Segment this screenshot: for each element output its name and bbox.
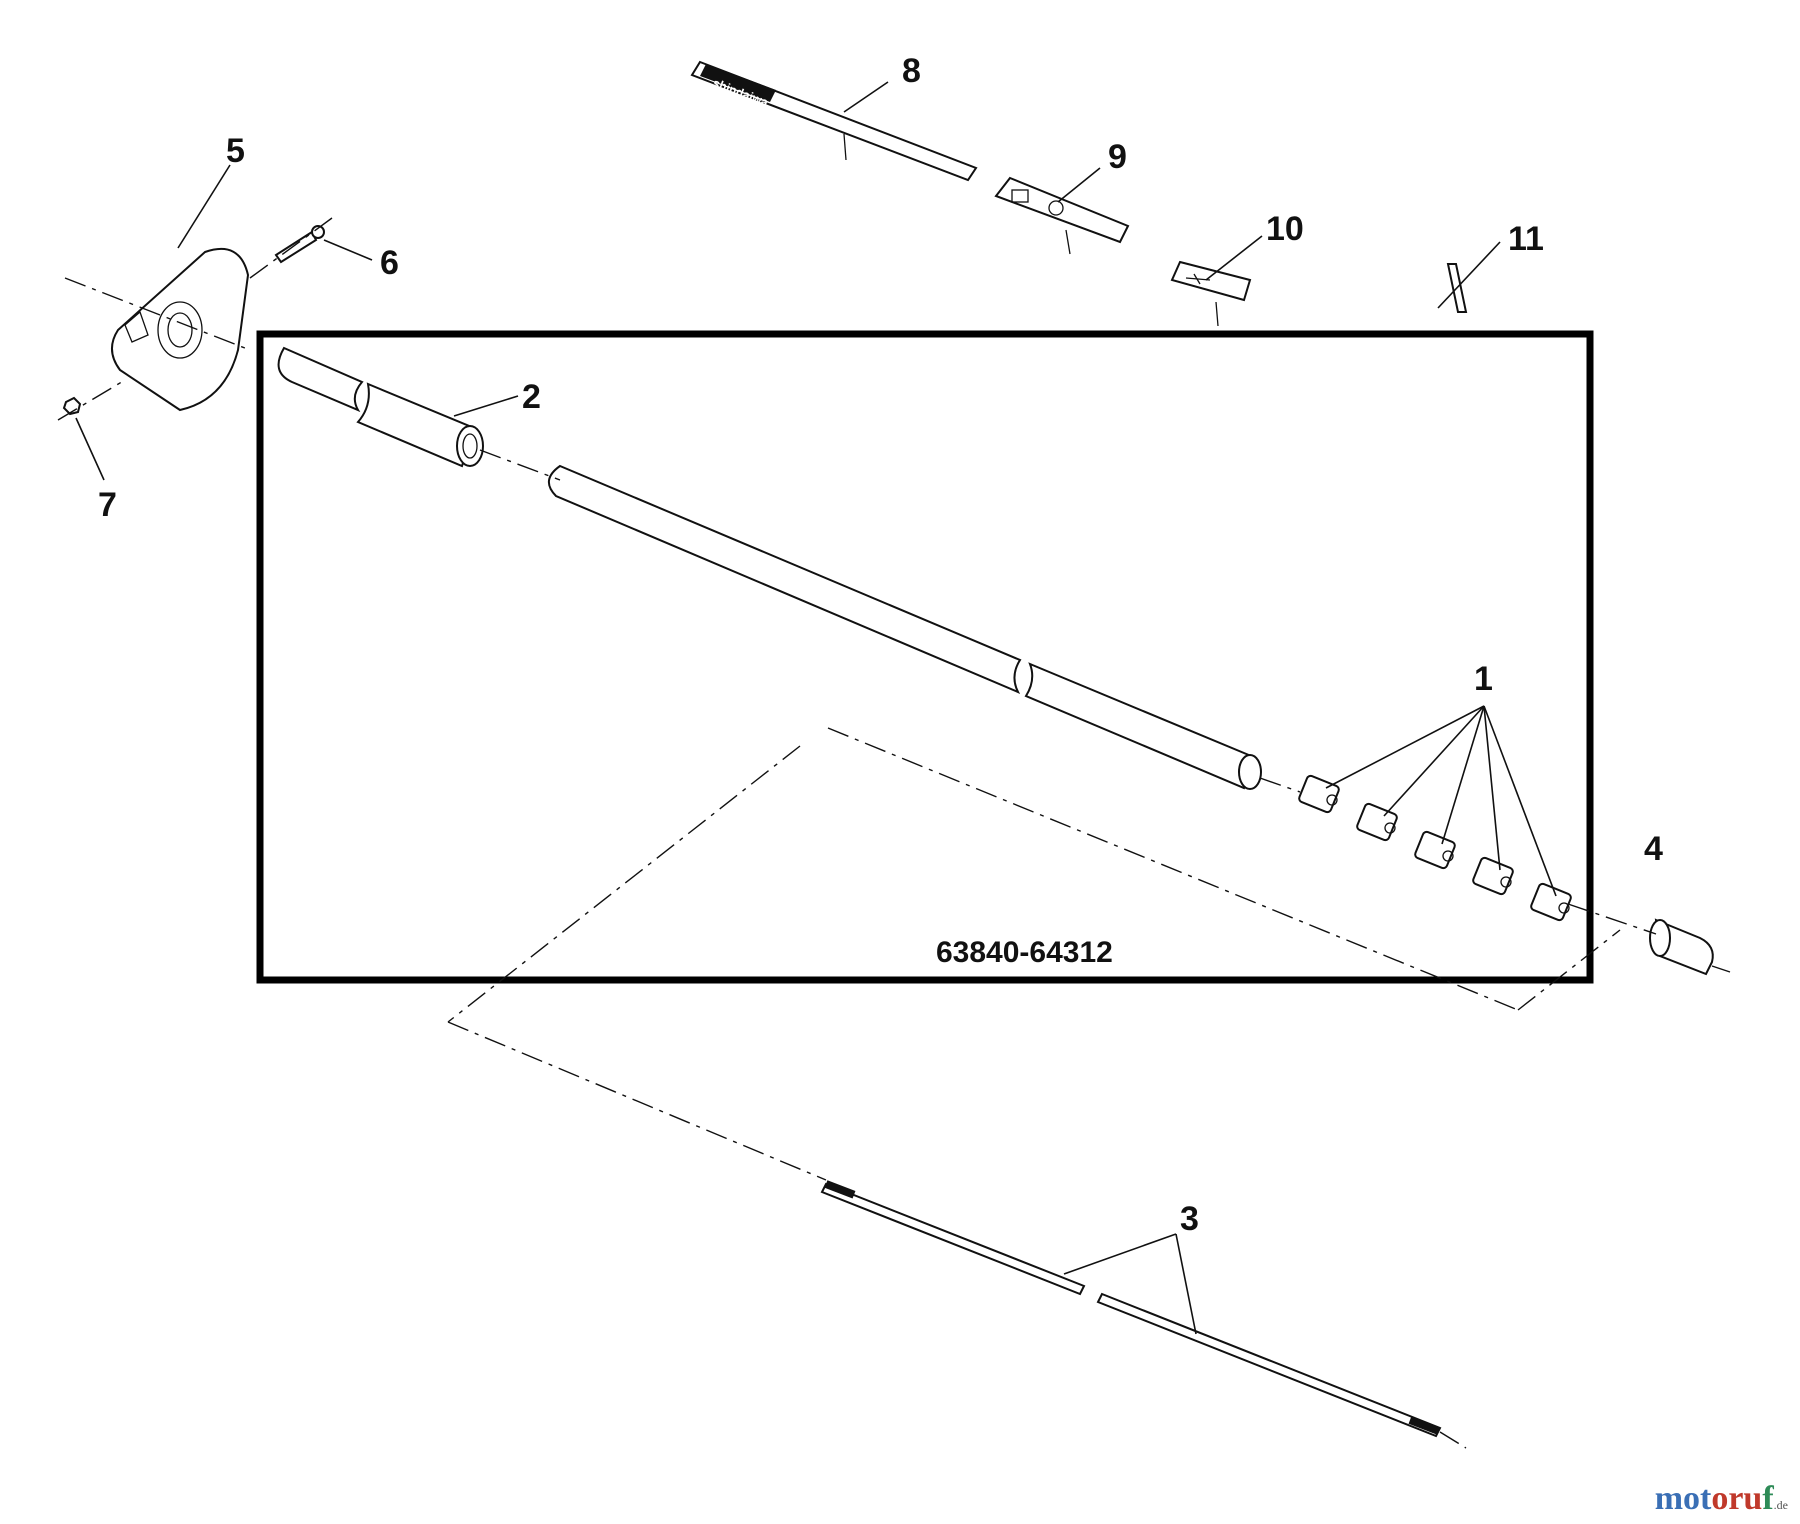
range-label: 63840-64312 xyxy=(936,936,1113,969)
label-10-part[interactable] xyxy=(1170,260,1252,302)
callout-9: 9 xyxy=(1108,138,1127,176)
highlight-frame xyxy=(256,330,1594,984)
callout-3: 3 xyxy=(1180,1200,1199,1238)
watermark-part-a: mot xyxy=(1654,1480,1712,1517)
callout-1: 1 xyxy=(1474,660,1493,698)
decal-strip-part[interactable]: shindaiwa xyxy=(690,60,978,182)
watermark-tld: .de xyxy=(1773,1498,1788,1512)
drive-shaft-part[interactable] xyxy=(820,1180,1442,1438)
bushings-part[interactable] xyxy=(1298,774,1572,922)
tube-part[interactable] xyxy=(277,346,1262,790)
callout-11: 11 xyxy=(1508,220,1544,258)
callout-6: 6 xyxy=(380,244,399,282)
label-9-part[interactable] xyxy=(994,176,1130,244)
end-cap-part[interactable] xyxy=(1649,918,1714,976)
callout-5: 5 xyxy=(226,132,245,170)
callout-4: 4 xyxy=(1644,830,1663,868)
callout-2: 2 xyxy=(522,378,541,416)
callout-7: 7 xyxy=(98,486,117,524)
callout-8: 8 xyxy=(902,52,921,90)
bolt-part[interactable] xyxy=(274,225,325,264)
callout-10: 10 xyxy=(1266,210,1304,248)
watermark-logo: motoruf.de xyxy=(1655,1480,1788,1518)
watermark-part-b: oru xyxy=(1711,1480,1763,1517)
guard-shield-part[interactable] xyxy=(111,247,250,412)
watermark-part-c: f xyxy=(1762,1480,1774,1517)
